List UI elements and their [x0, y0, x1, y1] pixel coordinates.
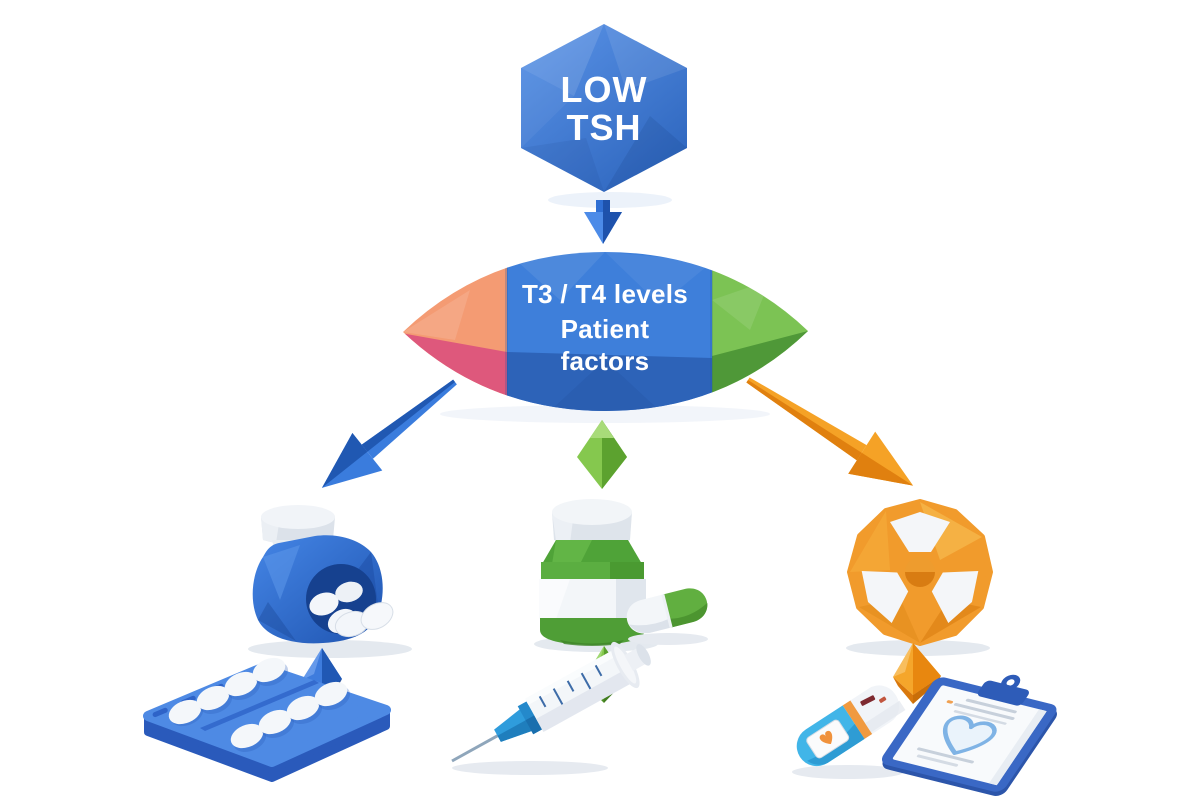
- decision-node: T3 / T4 levels Patient factors: [403, 252, 808, 423]
- radiation-trefoil: [861, 512, 979, 623]
- left-branch: [143, 505, 412, 782]
- monitor-device-icon: [796, 685, 906, 767]
- syringe-scale-marks: [538, 664, 603, 708]
- hexagon-shape: [521, 24, 687, 192]
- branch-arrow-right: [746, 377, 914, 486]
- radiation-disc-icon: [847, 499, 993, 646]
- pill-icon: [360, 602, 394, 630]
- heart-icon: [819, 730, 833, 745]
- down-arrow-right-icon: [893, 643, 941, 704]
- decision-label-line2: Patient: [561, 314, 650, 344]
- decision-label-line3: factors: [561, 346, 650, 376]
- middle-branch: [451, 499, 708, 775]
- clipboard-icon: [881, 674, 1057, 796]
- pill-bottle-icon: [252, 505, 394, 644]
- syringe-icon: [451, 641, 651, 763]
- clipboard-clip: [977, 680, 1029, 706]
- branch-arrow-middle: [577, 420, 627, 489]
- down-arrow-icon: [584, 200, 622, 244]
- low-tsh-label-line2: TSH: [567, 107, 642, 148]
- low-tsh-label-line1: LOW: [561, 69, 648, 110]
- low-tsh-node: LOW TSH: [521, 24, 687, 208]
- branch-arrow-left: [321, 379, 457, 488]
- decision-label-line1: T3 / T4 levels: [522, 279, 688, 309]
- blister-pills: [168, 657, 351, 752]
- blister-pack-icon: [143, 657, 391, 782]
- right-branch: [792, 499, 1057, 796]
- capsule-icon: [626, 588, 708, 634]
- heart-sketch-icon: [942, 715, 997, 755]
- clipboard-text-lines: [916, 698, 1017, 767]
